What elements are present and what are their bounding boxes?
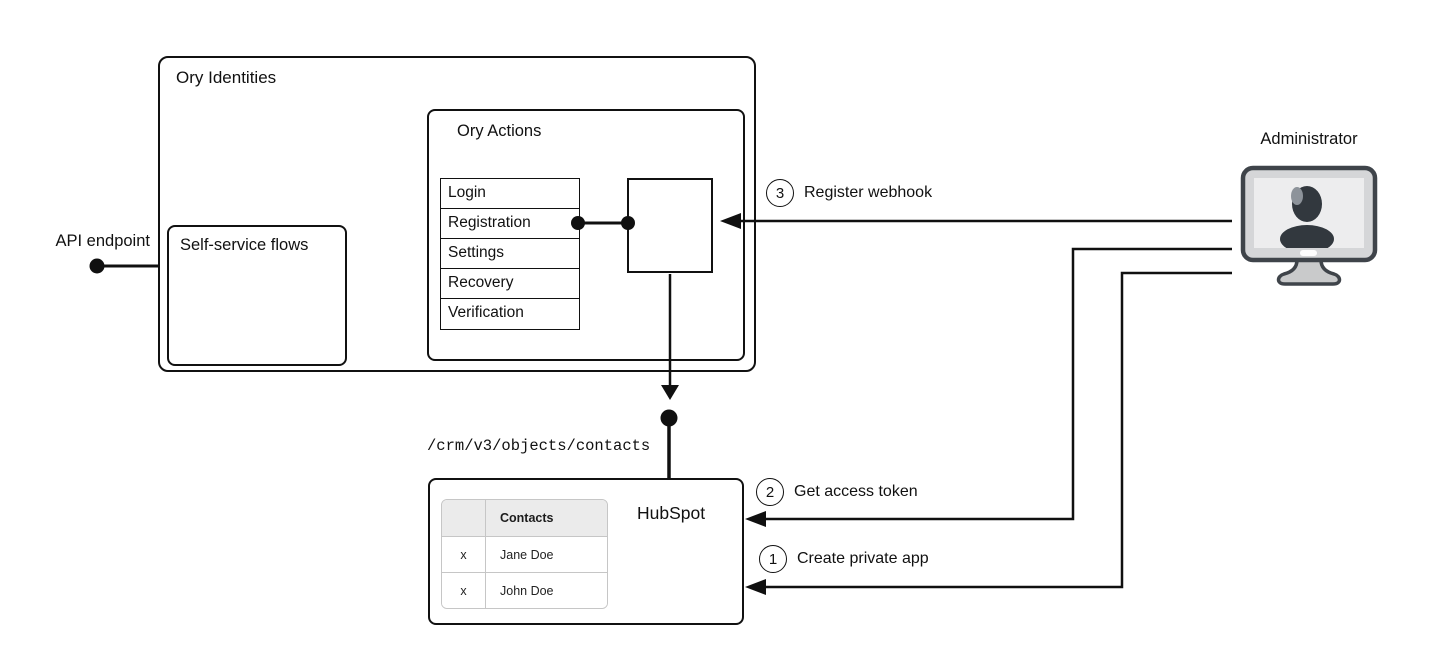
hubspot-endpoint-dot (660, 409, 678, 427)
table-row: x Jane Doe (442, 536, 607, 572)
step-register-webhook: 3 Register webhook (766, 179, 932, 207)
table-row: x John Doe (442, 572, 607, 608)
create-private-app-arrowhead (745, 579, 766, 595)
self-service-flows-title: Self-service flows (180, 236, 309, 254)
flow-row-recovery: Recovery (441, 269, 579, 299)
row-checkbox-cell: x (442, 573, 486, 608)
flow-row-registration: Registration (441, 209, 579, 239)
ory-actions-title: Ory Actions (457, 122, 542, 140)
administrator-monitor-icon (1240, 165, 1378, 286)
administrator-label: Administrator (1260, 130, 1358, 148)
step-1-label: Create private app (797, 550, 929, 567)
endpoint-path-label: /crm/v3/objects/contacts (427, 437, 651, 455)
contacts-table: Contacts x Jane Doe x John Doe (441, 499, 608, 609)
ory-identities-title: Ory Identities (176, 68, 277, 87)
flow-list: Login Registration Settings Recovery Ver… (440, 178, 580, 330)
flow-row-login: Login (441, 179, 579, 209)
step-create-private-app: 1 Create private app (759, 545, 929, 573)
flow-row-verification: Verification (441, 299, 579, 329)
step-get-access-token: 2 Get access token (756, 478, 918, 506)
step-1-circle: 1 (759, 545, 787, 573)
flow-row-settings: Settings (441, 239, 579, 269)
contacts-table-header-row: Contacts (442, 500, 607, 536)
row-checkbox-cell: x (442, 537, 486, 572)
row-name-cell: Jane Doe (500, 547, 554, 562)
create-private-app-line (752, 271, 1232, 589)
get-access-token-arrowhead (745, 511, 766, 527)
step-3-circle: 3 (766, 179, 794, 207)
api-endpoint-dot (89, 258, 105, 274)
step-2-circle: 2 (756, 478, 784, 506)
person-silhouette-icon (1280, 186, 1334, 248)
api-endpoint-label: API endpoint (55, 232, 151, 250)
step-2-label: Get access token (794, 483, 918, 500)
monitor-stand (1276, 258, 1342, 286)
contacts-header-empty (442, 500, 486, 536)
webhook-action-box (627, 178, 713, 273)
hubspot-title: HubSpot (637, 503, 706, 523)
row-name-cell: John Doe (500, 583, 554, 598)
contacts-header-label: Contacts (500, 511, 554, 525)
down-arrowhead (661, 385, 679, 400)
step-3-label: Register webhook (804, 184, 933, 201)
monitor-button (1300, 250, 1317, 256)
self-service-flows-box: Self-service flows (167, 225, 347, 366)
